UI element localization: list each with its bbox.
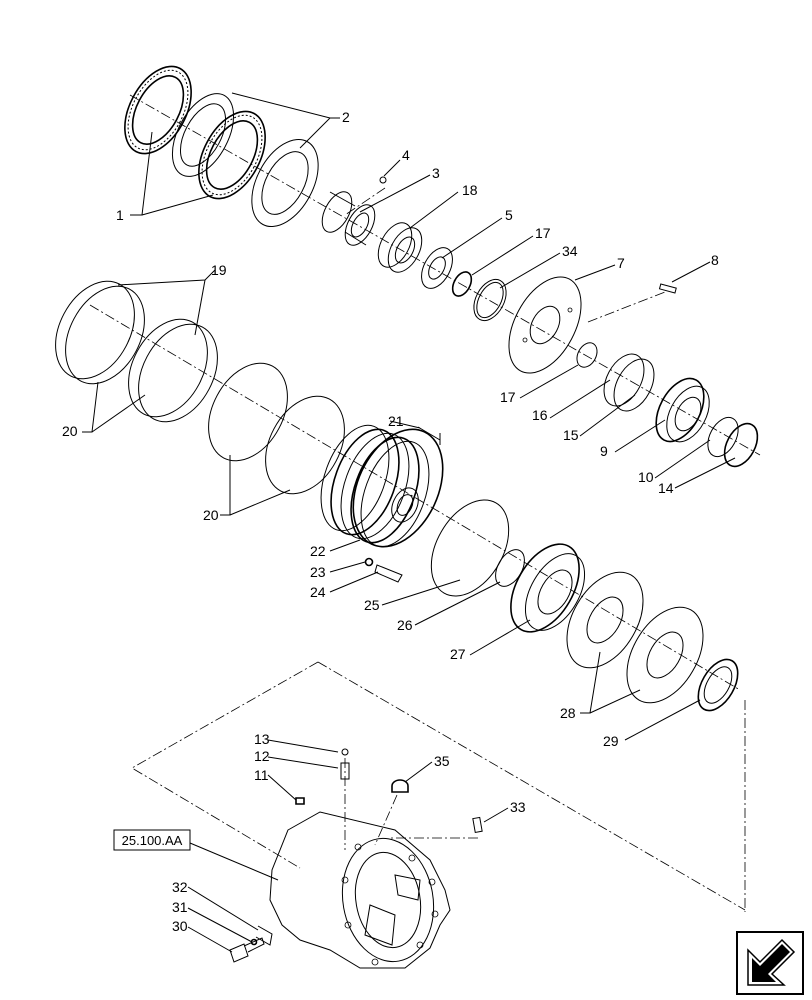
callout-21: 21 xyxy=(388,413,404,429)
plug-part xyxy=(364,557,403,583)
section-reference-text: 25.100.AA xyxy=(122,833,183,848)
callout-34: 34 xyxy=(562,243,578,259)
callout-28: 28 xyxy=(560,705,576,721)
callout-3: 3 xyxy=(432,165,440,181)
callout-8: 8 xyxy=(711,252,719,268)
backing-plate-part xyxy=(566,571,704,704)
bearing-part xyxy=(377,222,423,273)
callout-27: 27 xyxy=(450,646,466,662)
callout-12: 12 xyxy=(254,748,270,764)
hub-sleeve-part xyxy=(321,191,376,246)
callout-33: 33 xyxy=(510,799,526,815)
large-seal-ring-part xyxy=(55,280,345,495)
callout-14: 14 xyxy=(658,480,674,496)
callout-18: 18 xyxy=(462,182,478,198)
callout-2: 2 xyxy=(342,109,350,125)
callout-20b: 20 xyxy=(203,507,219,523)
callout-10: 10 xyxy=(638,469,654,485)
housing-fittings xyxy=(295,748,483,833)
callout-1: 1 xyxy=(116,207,124,223)
drain-bolt-part xyxy=(229,925,273,963)
callout-5: 5 xyxy=(505,207,513,223)
housing-reference-outline xyxy=(131,661,746,912)
callout-20a: 20 xyxy=(62,423,78,439)
callout-13: 13 xyxy=(254,731,270,747)
callout-9: 9 xyxy=(600,443,608,459)
callout-31: 31 xyxy=(172,899,188,915)
callout-16: 16 xyxy=(532,407,548,423)
callout-7: 7 xyxy=(617,255,625,271)
callout-11: 11 xyxy=(254,767,269,783)
seal-part xyxy=(603,353,655,412)
ball-part xyxy=(379,176,387,184)
bearing-assembly-part xyxy=(655,377,710,443)
piston-seal-part xyxy=(430,499,510,597)
callout-17b: 17 xyxy=(535,225,551,241)
callout-32: 32 xyxy=(172,879,188,895)
transmission-housing xyxy=(269,811,451,969)
assembly-axis-lines xyxy=(89,94,761,691)
callout-22: 22 xyxy=(310,543,326,559)
leader-lines xyxy=(82,92,736,953)
piston-part xyxy=(510,543,586,633)
callout-25: 25 xyxy=(364,597,380,613)
clutch-drum-part xyxy=(320,424,444,548)
callout-19: 19 xyxy=(211,262,227,278)
piston-plate-part xyxy=(508,276,582,374)
ring-part xyxy=(576,342,598,368)
callout-29: 29 xyxy=(603,733,619,749)
callout-labels: 1 2 3 4 5 7 8 9 10 11 12 13 14 15 16 17 … xyxy=(62,109,719,934)
callout-23: 23 xyxy=(310,564,326,580)
callout-4: 4 xyxy=(402,147,410,163)
friction-disc-part xyxy=(124,65,266,200)
callout-26: 26 xyxy=(397,617,413,633)
snap-ring-part xyxy=(451,271,473,297)
section-reference-link[interactable]: 25.100.AA xyxy=(113,829,191,851)
arrow-nav-icon[interactable] xyxy=(736,931,804,995)
callout-35: 35 xyxy=(434,753,450,769)
callout-30: 30 xyxy=(172,918,188,934)
dowel-pin-part xyxy=(417,426,441,445)
callout-17a: 17 xyxy=(500,389,516,405)
pin-part xyxy=(658,283,677,294)
callout-24: 24 xyxy=(310,584,326,600)
retaining-ring-part xyxy=(707,416,759,468)
o-ring-part xyxy=(473,278,507,322)
steel-plate-part xyxy=(171,93,319,228)
callout-15: 15 xyxy=(563,427,579,443)
lock-nut-part xyxy=(697,658,739,712)
